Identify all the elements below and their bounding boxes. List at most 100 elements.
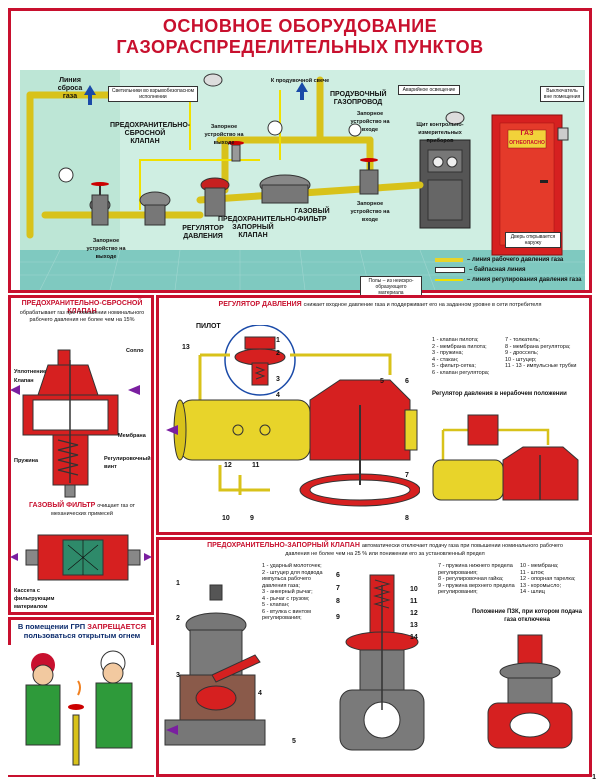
reg-num-3: 3 — [276, 376, 280, 383]
shutoff-closed-label: Положение ПЗК, при котором подача газа о… — [471, 609, 583, 623]
shutoff-item-13: 13 - коромысло; — [520, 582, 561, 589]
regulator-item-9: 9 - дроссель; — [505, 350, 539, 356]
title-line1: ОСНОВНОЕ ОБОРУДОВАНИЕ — [162, 16, 438, 36]
legend-swatch-control — [435, 279, 463, 281]
label-gas-filter: ГАЗОВЫЙ ФИЛЬТР — [294, 208, 330, 223]
legend-text-bypass: – байпасная линия — [469, 267, 526, 273]
legend-swatch-working — [435, 258, 463, 262]
regulator-legend-col1: 1 - клапан пилота; 2 - мембрана пилота; … — [432, 337, 502, 376]
shutoff-item-5: 5 - клапан; — [262, 602, 290, 608]
shutoff-legend-col2: 7 - пружина нижнего предела регулировани… — [438, 563, 516, 596]
relief-title: ПРЕДОХРАНИТЕЛЬНО-СБРОСНОЙ КЛАПАН — [21, 300, 143, 315]
reg-num-2: 2 — [276, 350, 280, 357]
label-shutoff-outlet-bottom: Запорное устройство на выходе — [86, 238, 126, 260]
pilot-label: ПИЛОТ — [196, 323, 221, 330]
shutoff-item-3: 3 - анкерный рычаг; — [262, 589, 313, 595]
tag-emergency-light: Аварийное освещение — [398, 85, 460, 95]
legend-text-working: – линия рабочего давления газа — [467, 257, 564, 263]
filter-title: ГАЗОВЫЙ ФИЛЬТР очищает газ от механическ… — [28, 502, 136, 517]
relief-desc: обрабатывает газ при повышении номинальн… — [19, 310, 145, 323]
relief-label-valve: Клапан — [14, 378, 34, 384]
legend-row-bypass: – байпасная линия — [435, 265, 587, 275]
reg-num-10: 10 — [222, 515, 230, 522]
relief-label-membrane: Мембрана — [118, 433, 146, 439]
shutoff-item-2: 2 - штуцер для подвода импульса рабочего… — [262, 569, 323, 589]
label-to-candle: К продувочной свече — [270, 78, 330, 84]
pzk-num-14: 14 — [410, 634, 418, 641]
tag-lamp: Светильники во взрывобезопасном исполнен… — [108, 86, 198, 102]
regulator-legend-col2: 7 - толкатель; 8 - мембрана регулятора; … — [505, 337, 585, 370]
reg-num-1: 1 — [276, 337, 280, 344]
legend-swatch-bypass — [435, 267, 465, 273]
pzk-num-4: 4 — [258, 690, 262, 697]
regulator-item-5: 5 - фильтр-сетка; — [432, 363, 476, 369]
regulator-inactive-diagram — [432, 414, 579, 501]
regulator-item-6: 6 - клапан регулятора; — [432, 369, 490, 376]
shutoff-item-7: 7 - пружина нижнего предела регулировани… — [438, 563, 513, 576]
pzk-num-1: 1 — [176, 580, 180, 587]
pzk-num-12: 12 — [410, 610, 418, 617]
reg-num-6: 6 — [405, 378, 409, 385]
pzk-num-13: 13 — [410, 622, 418, 629]
reg-num-8: 8 — [405, 515, 409, 522]
top-frame — [8, 8, 592, 293]
legend-text-control: – линия регулирования давления газа — [467, 277, 582, 283]
shutoff-item-4: 4 - рычаг с грузом; — [262, 595, 310, 602]
regulator-item-2: 2 - мембрана пилота; — [432, 343, 487, 350]
shutoff-frame — [156, 537, 592, 777]
pzk-num-6: 6 — [336, 572, 340, 579]
regulator-item-4: 4 - стакан; — [432, 356, 459, 363]
label-relief-valve: ПРЕДОХРАНИТЕЛЬНО-СБРОСНОЙ КЛАПАН — [110, 122, 191, 145]
shutoff-legend-col3: 10 - мембрана; 11 - шток; 12 - опорная т… — [520, 563, 588, 596]
regulator-diagram — [166, 325, 420, 507]
pzk-num-9: 9 — [336, 614, 340, 621]
pzk-num-5: 5 — [292, 738, 296, 745]
door-sign-line1: ГАЗ — [520, 130, 534, 137]
shutoff-item-14: 14 - шлиц — [520, 589, 545, 595]
label-safety-shutoff: ПРЕДОХРАНИТЕЛЬНО-ЗАПОРНЫЙ КЛАПАН — [218, 216, 299, 239]
page-title: ОСНОВНОЕ ОБОРУДОВАНИЕ ГАЗОРАСПРЕДЕЛИТЕЛЬ… — [60, 16, 540, 58]
label-shutoff-inlet-bottom: Запорное устройство на входе — [350, 201, 390, 223]
shutoff-item-1: 1 - ударный молоточек; — [262, 563, 322, 569]
shutoff-title: ПРЕДОХРАНИТЕЛЬНО-ЗАПОРНЫЙ КЛАПАН автомат… — [207, 542, 563, 557]
relief-label-seal: Уплотнение — [14, 369, 47, 375]
label-pressure-regulator: РЕГУЛЯТОР ДАВЛЕНИЯ — [182, 225, 224, 240]
gas-filter-diagram — [10, 534, 152, 581]
reg-num-5: 5 — [380, 378, 384, 385]
reg-num-11: 11 — [252, 462, 260, 469]
pzk-num-3: 3 — [176, 672, 180, 679]
regulator-item-11-13: 11 - 13 - импульсные трубки — [505, 363, 577, 369]
regulator-item-1: 1 - клапан пилота; — [432, 337, 479, 343]
shutoff-item-8: 8 - регулировочная гайка; — [438, 576, 504, 582]
label-vent-line: Линия сброса газа — [57, 77, 83, 100]
legend-row-working: – линия рабочего давления газа — [435, 255, 587, 265]
warning-text: В помещении ГРП ЗАПРЕЩАЕТСЯ пользоваться… — [17, 622, 147, 640]
reg-num-12: 12 — [224, 462, 232, 469]
shutoff-item-9: 9 - пружина верхнего предела регулирован… — [438, 582, 515, 596]
page-number: 1 — [592, 774, 596, 781]
tag-switch: Выключатель вне помещения — [540, 86, 584, 102]
label-instrument-panel: Щит контрольно-измерительных приборов — [416, 122, 464, 144]
relief-label-screw: Регулировочный винт — [104, 456, 151, 470]
door-sign-line2: ОГНЕОПАСНО — [509, 140, 545, 146]
shutoff-item-12: 12 - опорная тарелка; — [520, 576, 576, 582]
shutoff-valve-diagram-closed — [487, 634, 573, 749]
regulator-frame — [156, 295, 592, 535]
regulator-item-3: 3 - пружина; — [432, 350, 464, 356]
label-shutoff-outlet-top: Запорное устройство на выходе — [204, 124, 244, 146]
reg-num-4: 4 — [276, 392, 280, 399]
shutoff-legend-col1: 1 - ударный молоточек; 2 - штуцер для по… — [262, 563, 334, 622]
pzk-num-11: 11 — [410, 598, 418, 605]
regulator-item-7: 7 - толкатель; — [505, 337, 540, 343]
shutoff-item-11: 11 - шток; — [520, 569, 545, 576]
reg-num-9: 9 — [250, 515, 254, 522]
pzk-num-8: 8 — [336, 598, 340, 605]
relief-label-nozzle: Сопло — [126, 348, 144, 354]
shutoff-item-6: 6 - втулка с винтом регулирования; — [262, 608, 311, 622]
grp-room-scene — [20, 70, 585, 290]
regulator-title: РЕГУЛЯТОР ДАВЛЕНИЯ снижает входное давле… — [218, 301, 542, 308]
reg-num-13: 13 — [182, 344, 190, 351]
relief-valve-diagram — [10, 349, 140, 498]
reg-num-7: 7 — [405, 472, 409, 479]
